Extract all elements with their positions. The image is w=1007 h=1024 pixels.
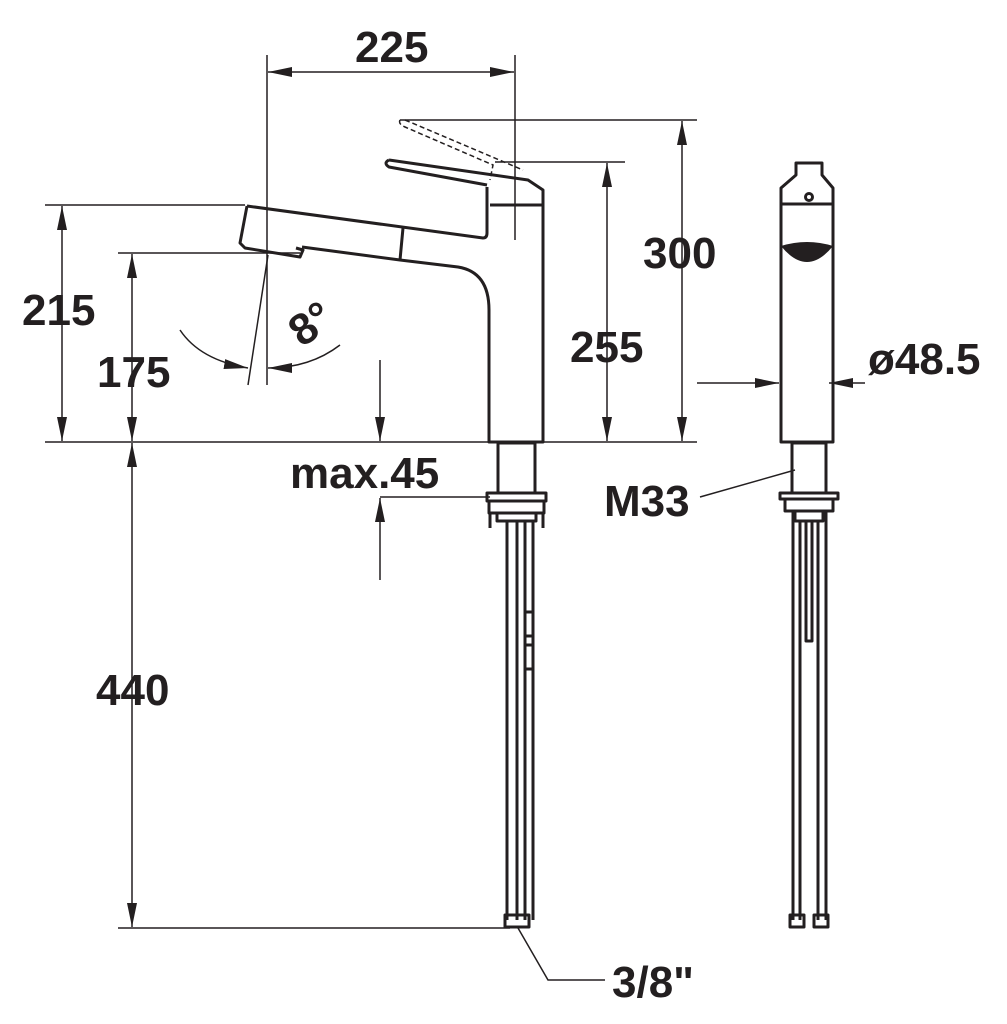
- dim-thread: M33: [604, 477, 690, 526]
- faucet-side-view: [778, 161, 840, 929]
- extension-lines: [45, 55, 697, 929]
- dim-max-thickness: max.45: [290, 449, 439, 498]
- dim-connection: 3/8": [612, 958, 694, 1007]
- dim-spout-reach: 225: [355, 23, 428, 72]
- dim-total-height: 300: [643, 229, 716, 278]
- dimension-lines: [57, 67, 865, 981]
- dim-swivel-angle: 8°: [280, 292, 343, 356]
- faucet-front-view: [238, 119, 548, 929]
- dim-hose-length: 440: [96, 666, 169, 715]
- dim-diameter: ø48.5: [868, 335, 981, 384]
- dim-outlet-height: 175: [97, 348, 170, 397]
- dim-body-height: 255: [570, 323, 643, 372]
- dim-spout-height: 215: [22, 286, 95, 335]
